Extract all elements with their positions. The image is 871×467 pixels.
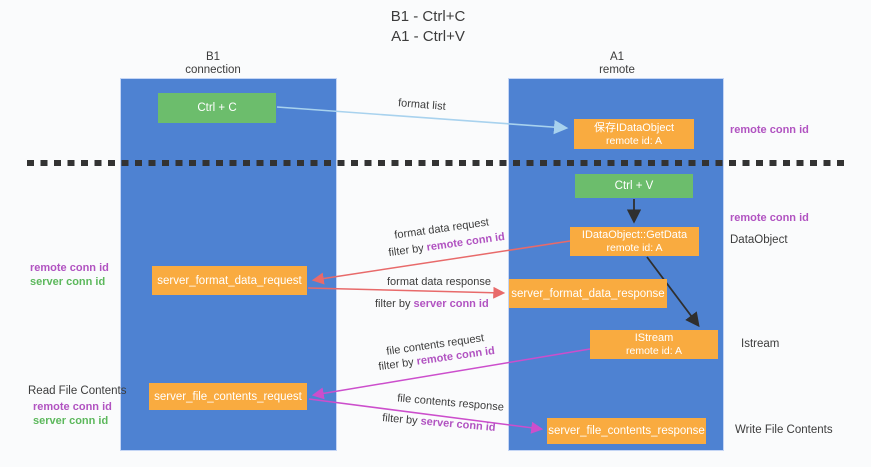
ctrl-c-label: Ctrl + C: [197, 102, 237, 114]
right-column-name: A1: [609, 51, 625, 63]
arrow-format-list: [276, 106, 569, 135]
dataobject-label: DataObject: [730, 234, 788, 246]
ctrl-v-label: Ctrl + V: [614, 180, 654, 192]
arrow-format-data-response: [307, 286, 506, 299]
left-remote-conn-id-2: remote conn id: [33, 401, 112, 413]
arrow-format-data-request: [311, 240, 571, 285]
right-column-header: A1 remote: [557, 51, 677, 77]
remote-conn-id-label-mid: remote conn id: [730, 212, 809, 224]
server-format-data-request-node: server_format_data_request: [152, 266, 307, 295]
save-dataobject-node: 保存IDataObject remote id: A: [574, 119, 694, 149]
server-format-data-response-node: server_format_data_response: [509, 279, 667, 308]
left-remote-conn-id-1: remote conn id: [30, 262, 109, 274]
filter-by-server-conn-id-1: filter by server conn id: [375, 298, 489, 310]
left-column-name: B1: [205, 51, 221, 63]
title-line-1: B1 - Ctrl+C: [390, 8, 466, 25]
server-format-data-request-label: server_format_data_request: [157, 274, 302, 287]
istream-node: IStream remote id: A: [590, 330, 718, 359]
title-line-2: A1 - Ctrl+V: [391, 28, 465, 45]
save-dataobject-line2: remote id: A: [605, 134, 663, 147]
read-file-contents-label: Read File Contents: [28, 385, 127, 397]
left-conn-id-group-1: remote conn id server conn id: [30, 261, 109, 289]
left-server-conn-id-1: server conn id: [30, 276, 106, 288]
istream-side-label: Istream: [741, 338, 780, 350]
write-file-contents-label: Write File Contents: [735, 424, 833, 436]
left-server-conn-id-2: server conn id: [33, 415, 109, 427]
format-data-response-label: format data response: [387, 276, 491, 288]
getdata-node: IDataObject::GetData remote id: A: [570, 227, 699, 256]
left-conn-id-group-2: remote conn id server conn id: [33, 400, 112, 428]
diagram-title: B1 - Ctrl+C A1 - Ctrl+V: [278, 7, 578, 47]
server-file-contents-response-node: server_file_contents_response: [547, 418, 706, 444]
right-column-subtitle: remote: [599, 64, 635, 76]
getdata-line2: remote id: A: [606, 242, 663, 254]
remote-conn-id-label-top: remote conn id: [730, 124, 809, 136]
arrow-file-contents-response: [308, 398, 544, 434]
server-file-contents-response-label: server_file_contents_response: [548, 425, 705, 437]
filter-by-text: filter by: [375, 298, 414, 310]
arrow-getdata-to-istream: [646, 256, 700, 328]
server-file-contents-request-label: server_file_contents_request: [154, 390, 302, 403]
left-column-subtitle: connection: [185, 64, 241, 76]
getdata-line1: IDataObject::GetData: [581, 229, 688, 241]
arrow-file-contents-request: [311, 348, 591, 400]
istream-line2: remote id: A: [625, 345, 683, 357]
server-file-contents-request-node: server_file_contents_request: [149, 383, 307, 410]
left-column-header: B1 connection: [153, 51, 273, 77]
save-dataobject-line1: 保存IDataObject: [593, 121, 675, 134]
ctrl-c-node: Ctrl + C: [158, 93, 276, 123]
ctrl-v-node: Ctrl + V: [575, 174, 693, 198]
server-conn-id-text: server conn id: [413, 298, 489, 310]
istream-line1: IStream: [634, 332, 674, 344]
server-format-data-response-label: server_format_data_response: [511, 287, 665, 300]
